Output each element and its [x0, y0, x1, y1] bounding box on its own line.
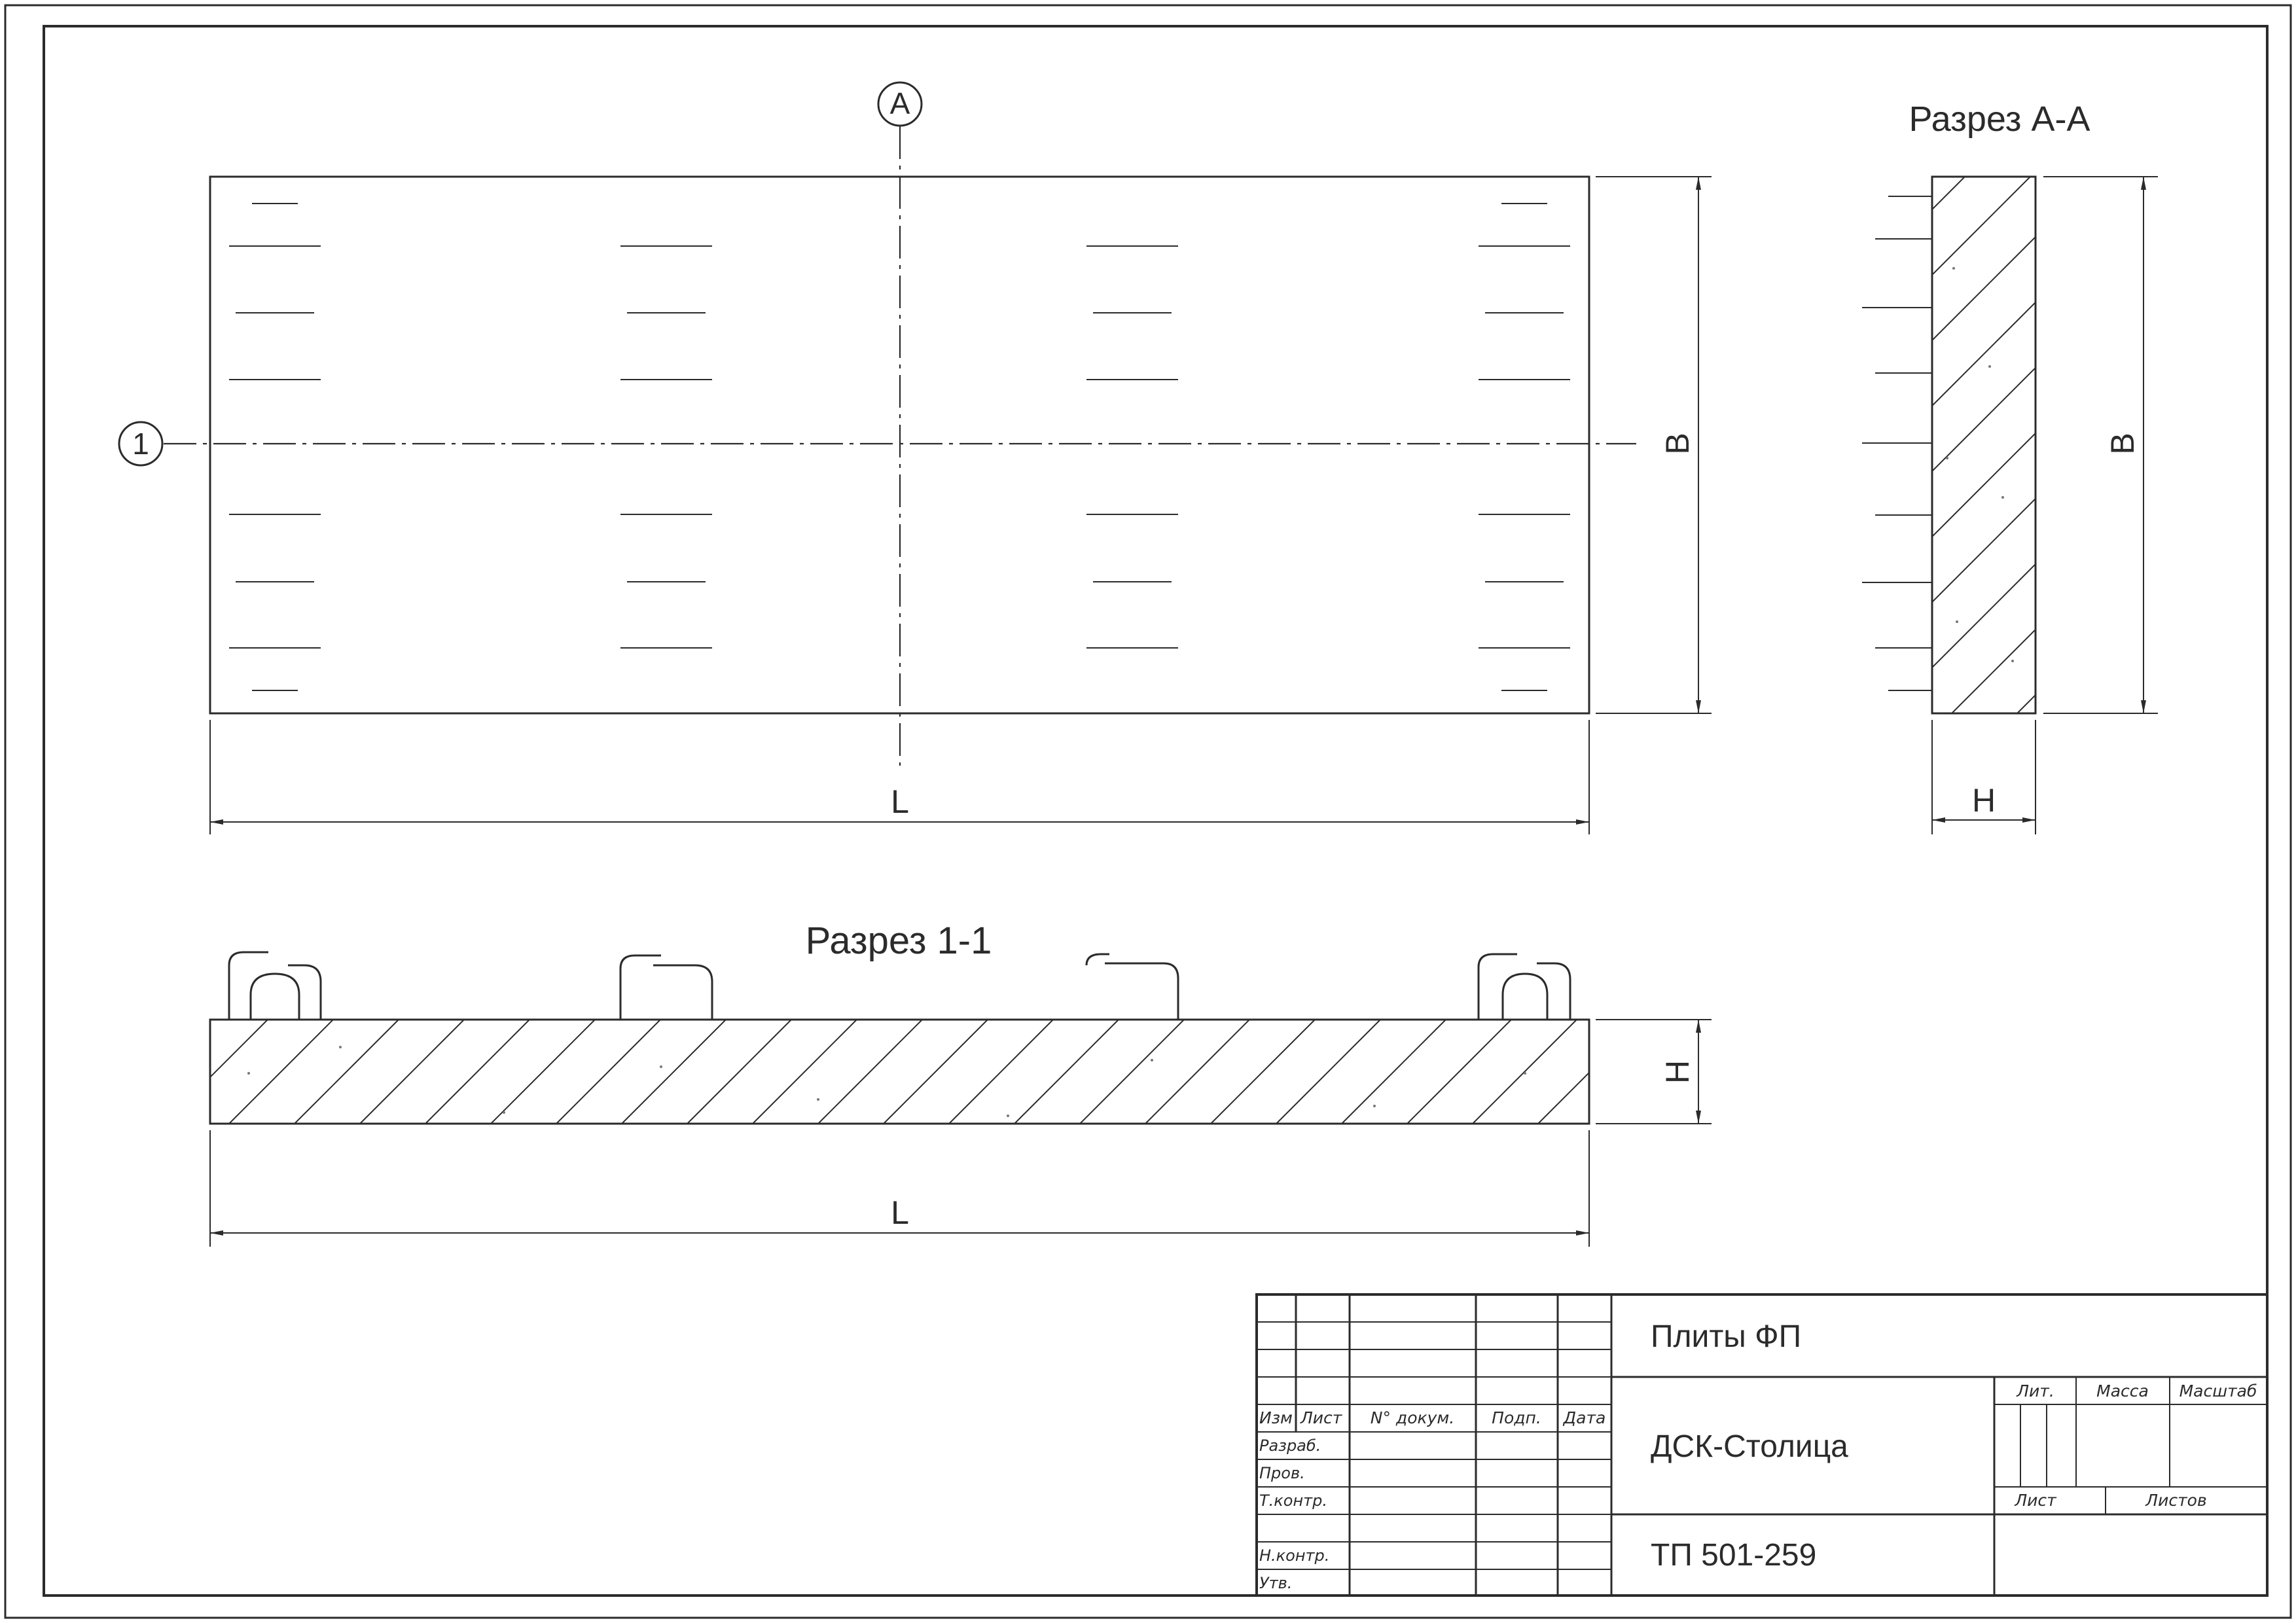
lifting-loops [228, 951, 1571, 1019]
section-11-hatching [210, 1020, 1589, 1124]
tb-label-list: Лист [1300, 1408, 1343, 1427]
tb-label-date: Дата [1563, 1408, 1606, 1427]
section-aa-title: Разрез А-А [1909, 99, 2090, 139]
dimension-length-plan: L [209, 720, 1590, 834]
section-aa-hatching [1932, 177, 2036, 713]
section-11-view: Разрез 1-1 [209, 919, 1712, 1247]
dimension-label-b: B [1659, 433, 1696, 454]
tb-label-izm: Изм [1259, 1408, 1293, 1427]
axis-label-a: A [890, 86, 910, 120]
slab-outline-section-11 [209, 1018, 1590, 1125]
sheet-outer-border [4, 4, 2292, 1619]
tb-label-sign: Подп. [1492, 1408, 1541, 1427]
tb-label-sheets-total: Листов [2145, 1491, 2206, 1510]
plan-view: A 1 L B [118, 81, 1712, 834]
tb-role-razrab: Разраб. [1259, 1436, 1321, 1455]
tb-label-masshtab: Масштаб [2179, 1382, 2257, 1400]
tb-product-name: Плиты ФП [1651, 1319, 1801, 1354]
tb-role-prov: Пров. [1259, 1464, 1305, 1482]
tb-organization: ДСК-Столица [1651, 1429, 1848, 1464]
dimension-label-l: L [891, 783, 909, 820]
section-11-title: Разрез 1-1 [806, 919, 992, 962]
dimension-label-h-aa: H [1972, 782, 1996, 819]
axis-marker-1 [118, 421, 164, 467]
rebar-marks-plan [229, 203, 1570, 691]
rebar-ends-section-aa [1862, 196, 1932, 691]
dimension-length-section-11: L [209, 1130, 1590, 1247]
tb-label-doc: N° докум. [1371, 1408, 1454, 1427]
axis-marker-a [877, 81, 923, 127]
title-block: Изм Лист N° докум. Подп. Дата Разраб. Пр… [1255, 1293, 2269, 1597]
sheet-inner-frame [43, 25, 2269, 1597]
tb-label-massa: Масса [2096, 1382, 2149, 1400]
tb-role-tkontr: Т.контр. [1259, 1491, 1327, 1510]
axis-label-1: 1 [132, 427, 149, 461]
dimension-width-plan: B [1596, 176, 1712, 714]
dimension-height-section-11: H [1596, 1019, 1712, 1124]
slab-outline-section-aa [1931, 175, 2037, 715]
dimension-label-b-aa: B [2104, 433, 2141, 454]
dimension-width-section-aa: B [2043, 176, 2158, 714]
tb-label-lit: Лит. [2016, 1382, 2054, 1400]
dimension-label-l-11: L [891, 1194, 909, 1231]
dimension-label-h-11: H [1659, 1060, 1696, 1084]
dimension-height-section-aa: H [1931, 720, 2036, 834]
tb-label-sheet: Лист [2014, 1491, 2057, 1510]
tb-role-utv: Утв. [1259, 1574, 1292, 1592]
tb-role-nkontr: Н.контр. [1259, 1546, 1329, 1565]
tb-document-code: ТП 501-259 [1651, 1538, 1816, 1573]
section-aa-view: Разрез А-А [1862, 99, 2158, 834]
